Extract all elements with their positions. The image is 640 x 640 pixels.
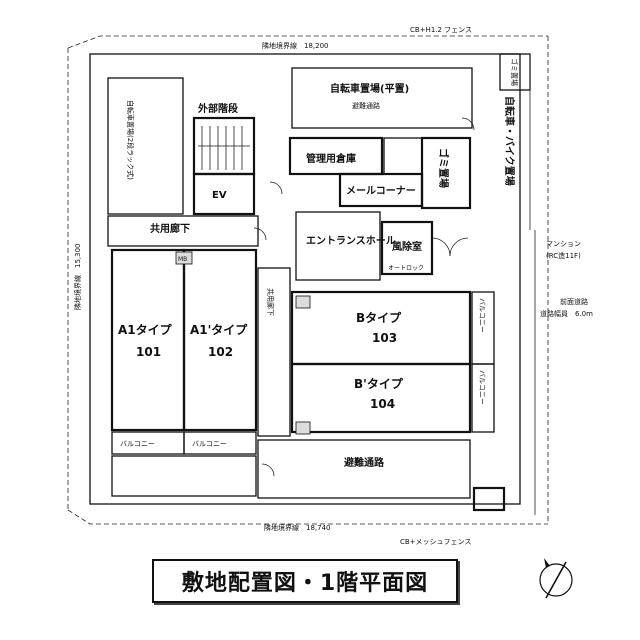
road-sub-label: 道路幅員 6.0m — [540, 309, 593, 318]
unit-104-number: 104 — [370, 397, 395, 411]
side-corridor-label: 共用廊下 — [266, 288, 275, 316]
balcony-103-label: バルコニー — [478, 298, 486, 333]
plan-title: 敷地配置図・1階平面図 — [152, 559, 458, 603]
shared-hall-band — [107, 215, 259, 247]
unit-102-type: A1'タイプ — [190, 322, 248, 337]
bicycle-top-label: 自転車置場(平置) — [330, 82, 409, 95]
unit-104-type: B'タイプ — [354, 376, 404, 391]
garbage-bottom-right — [472, 486, 506, 512]
balcony-101-label: バルコニー — [120, 440, 155, 448]
unit-101-number: 101 — [136, 345, 161, 359]
small-room-box — [383, 137, 423, 175]
garbage-top-label: ゴミ置場 — [510, 58, 519, 86]
ev-label: EV — [212, 190, 227, 201]
bike-right-label: 自転車・バイク置場 — [503, 96, 516, 186]
unit-103-type: Bタイプ — [356, 310, 402, 325]
unit-101-box — [110, 248, 186, 432]
side-corridor-box — [257, 267, 291, 437]
garbage-label: ゴミ置場 — [437, 148, 450, 188]
road-label: 前面道路 — [560, 297, 588, 306]
unit-103-number: 103 — [372, 331, 397, 345]
building-outer — [89, 53, 521, 505]
storage-label: 管理用倉庫 — [306, 152, 356, 165]
north-arrow-icon — [539, 558, 573, 599]
bicycle-left-label: 自転車置場(2段ラック式) — [126, 100, 135, 180]
door-swing-4 — [269, 181, 283, 195]
entrance-hall-label: エントランスホール — [306, 235, 396, 247]
lower-left-area — [111, 455, 257, 497]
mb-label: MB — [178, 256, 187, 263]
evacuation-top-label: 避難通路 — [352, 101, 380, 110]
unit-103-box — [290, 290, 472, 366]
door-swing-3 — [253, 227, 267, 241]
mansion-label: マンション — [546, 240, 581, 248]
fence-top-label: CB+H1.2 フェンス — [410, 26, 472, 34]
site-boundary-bottom — [67, 509, 548, 525]
door-swing-5 — [461, 117, 475, 131]
mansion-sub-label: (RC造11F) — [546, 251, 581, 260]
balcony-104-label: バルコニー — [478, 370, 486, 405]
bicycle-left-area — [107, 77, 184, 215]
fence-bottom-label: CB+メッシュフェンス — [400, 538, 471, 546]
balcony-102-label: バルコニー — [192, 440, 227, 448]
entrance-hall-box — [295, 211, 381, 281]
site-boundary-top — [67, 35, 548, 49]
auto-lock-label: オートロック — [388, 265, 424, 272]
boundary-top-label: 隣地境界線 18,200 — [262, 41, 329, 50]
door-swing-6 — [261, 463, 275, 477]
balcony-104-box — [471, 363, 495, 433]
door-swing-1 — [431, 237, 451, 257]
shared-hall-label: 共用廊下 — [150, 222, 190, 235]
unit-102-box — [182, 248, 258, 432]
storage-box — [288, 136, 384, 176]
unit-104-box — [290, 362, 472, 434]
boundary-left-label: 隣地境界線 15,300 — [73, 244, 82, 311]
balcony-102-box — [183, 431, 257, 455]
ev-box — [192, 172, 256, 216]
evacuation-bottom-box — [257, 439, 471, 499]
mb-right-1 — [295, 295, 311, 309]
mail-corner-label: メールコーナー — [346, 185, 416, 197]
evacuation-bottom-label: 避難通路 — [343, 456, 385, 469]
unit-102-number: 102 — [208, 345, 233, 359]
bicycle-top-area — [291, 67, 473, 129]
windbreak-label: 風除室 — [392, 240, 422, 253]
outer-stairs-label: 外部階段 — [197, 102, 238, 115]
stair-treads — [198, 126, 250, 170]
boundary-bottom-label: 隣地境界線 18,740 — [264, 523, 331, 532]
unit-101-type: A1タイプ — [118, 322, 173, 337]
mb-box — [175, 251, 193, 265]
mb-right-2 — [295, 421, 311, 435]
windbreak-box — [380, 220, 434, 276]
door-swing-2 — [449, 237, 469, 257]
